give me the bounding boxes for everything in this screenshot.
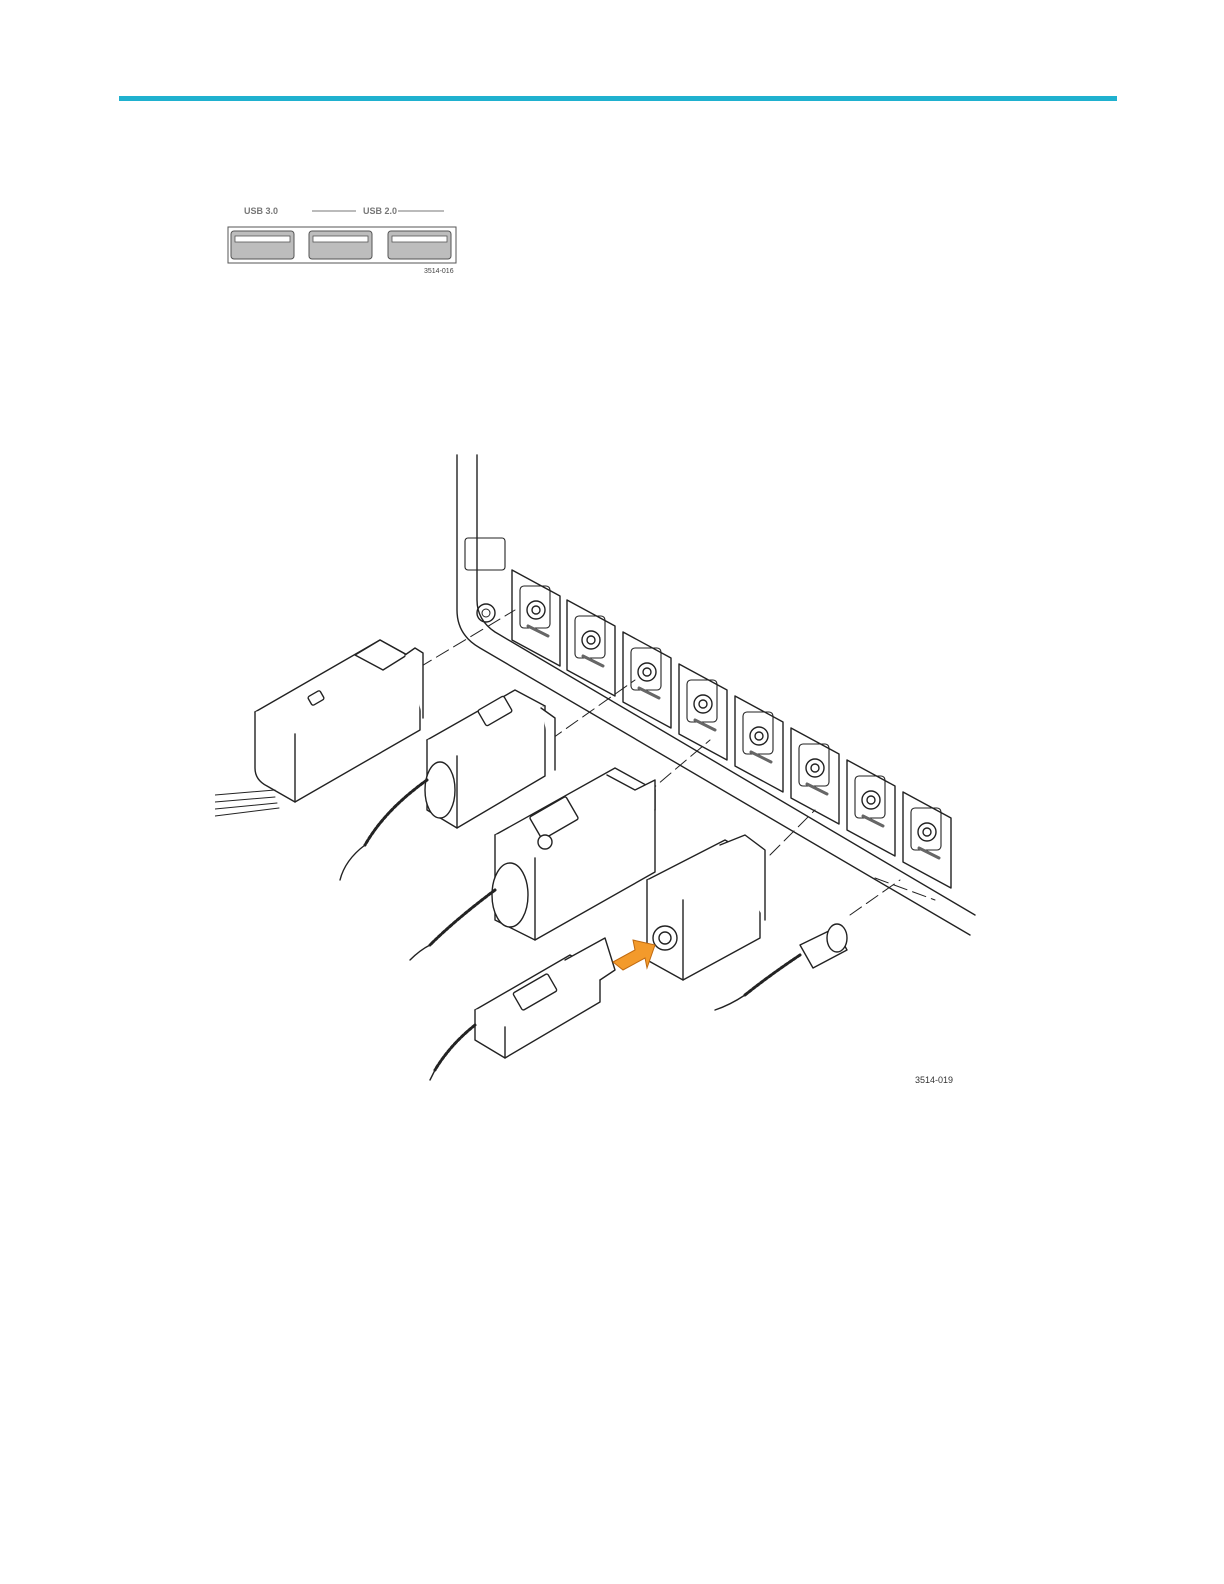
usb2-label: USB 2.0: [363, 206, 397, 216]
channel-input-7: [847, 760, 895, 856]
channel-input-8: [903, 792, 951, 888]
usb2-port-2: [388, 231, 451, 259]
probe-connection-figure: 3514-019: [215, 450, 980, 1095]
usb3-port: [231, 231, 294, 259]
usb-figure-id: 3514-016: [424, 268, 454, 275]
probe-adapter: [647, 835, 765, 980]
usb-ports-figure: USB 3.0 USB 2.0 3514-016: [222, 196, 462, 280]
header-rule: [119, 96, 1117, 101]
coax-probe: [430, 938, 615, 1080]
usb3-label: USB 3.0: [244, 206, 278, 216]
probe-figure-id: 3514-019: [915, 1075, 953, 1085]
logic-probe: [215, 640, 423, 816]
channel-input-4: [679, 664, 727, 760]
usb2-port-1: [309, 231, 372, 259]
channel-input-2: [567, 600, 615, 696]
channel-input-3: [623, 632, 671, 728]
insert-arrow: [613, 940, 655, 970]
channel-input-1: [512, 570, 560, 666]
